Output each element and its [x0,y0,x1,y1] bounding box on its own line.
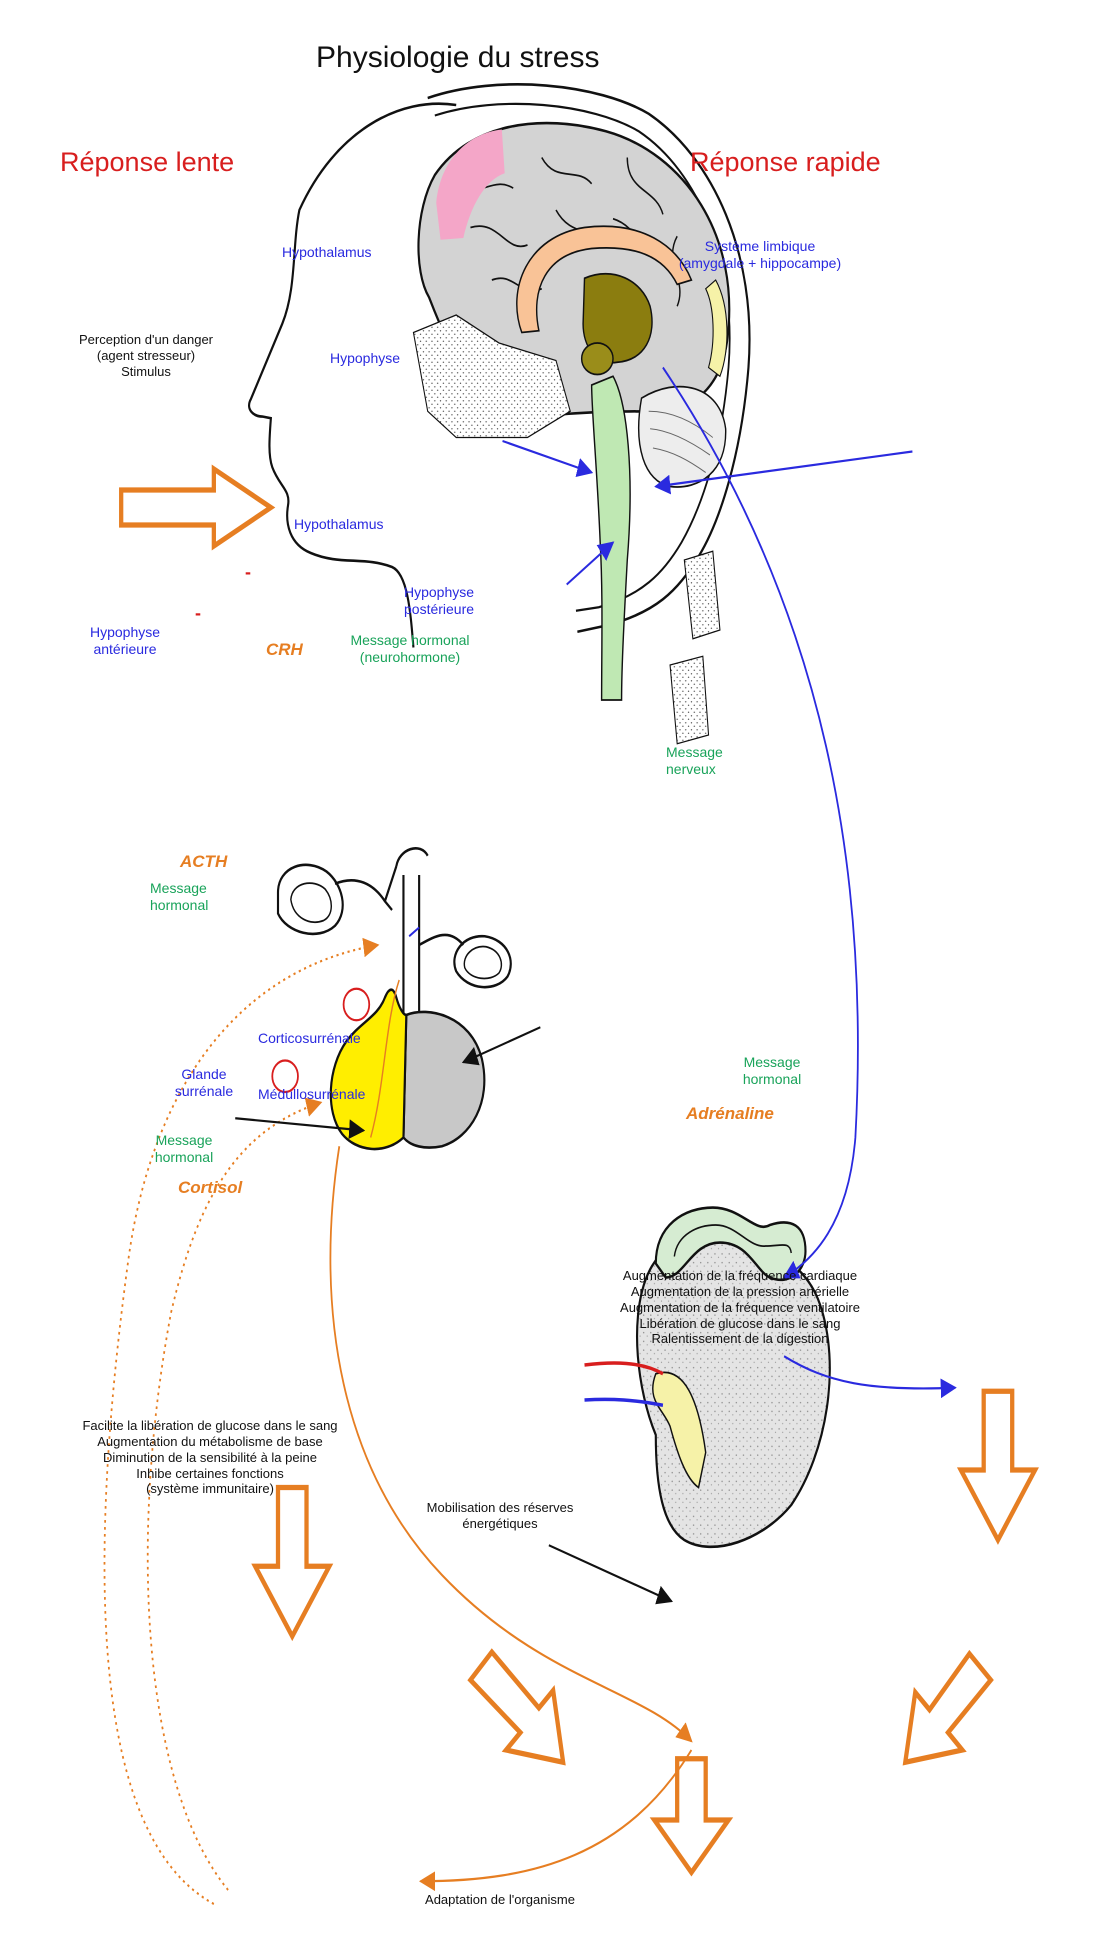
hypothalamus-nucleus-right-inner [464,947,501,979]
cortisol-label: Cortisol [178,1178,242,1199]
hypothalamus-pointer [503,441,592,473]
pituitary-hypothalamus-pointer [409,928,419,937]
fast-response-header: Réponse rapide [690,146,881,179]
inhibition-sign-lower: - [195,603,201,625]
acth-label: ACTH [180,852,227,873]
stimulus-text: Perception d'un danger (agent stresseur)… [46,332,246,380]
nerve-message-label: Message nerveux [666,744,723,778]
adrenal-kidney-illustration [585,1208,830,1547]
anterior-pituitary [331,990,407,1149]
brainstem [592,376,630,700]
final-down-arrow [654,1759,728,1873]
cortisol-pathway [421,1750,692,1881]
block-arrows [121,469,1035,1873]
adrenaline-down-arrow [961,1391,1035,1540]
hypothalamus-tract [335,848,428,910]
cortisol-message-label: Message hormonal [134,1132,234,1166]
inhibition-sign-upper: - [245,562,251,584]
cortisol-down-arrow [255,1488,329,1637]
slow-response-header: Réponse lente [60,146,234,179]
acth-message-label: Message hormonal [150,880,208,914]
neurohormone-message-label: Message hormonal (neurohormone) [340,632,480,666]
stimulus-block-arrow [121,469,271,546]
mobilisation-text: Mobilisation des réserves énergétiques [400,1500,600,1532]
inhibition-circle-upper [344,989,370,1021]
vertebrae [670,551,720,744]
anterior-pituitary-label: Hypophyse antérieure [70,624,180,658]
adaptation-text: Adaptation de l'organisme [400,1892,600,1908]
pituitary-hypothalamus-label: Hypothalamus [294,516,384,533]
posterior-pituitary-label: Hypophyse postérieure [404,584,474,618]
hypothalamus-region [582,343,613,375]
nerve-message-arrow [663,368,858,1278]
cortisol-effects: Facilite la libération de glucose dans l… [20,1418,400,1497]
limbic-system-label: Système limbique (amygdale + hippocampe) [660,238,860,272]
adrenaline-message-label: Message hormonal [722,1054,822,1088]
crh-label: CRH [266,640,303,661]
medullosurrenale-label: Médullosurrénale [258,1086,365,1103]
brain-hypophyse-label: Hypophyse [330,350,400,367]
corticosurrenale-pointer [549,1545,672,1601]
page-title: Physiologie du stress [316,40,599,77]
brain-illustration [249,84,749,743]
corticosurrenale-label: Corticosurrénale [258,1030,361,1047]
adrenaline-label: Adrénaline [686,1104,774,1125]
glande-surrenale-label: Glande surrénale [154,1066,254,1100]
pituitary-stalk [403,875,463,1015]
adrenaline-diagonal-arrow [905,1654,991,1763]
posterior-pituitary [403,1012,484,1148]
adrenaline-effects: Augmentation de la fréquence cardiaque A… [570,1268,910,1347]
pituitary-illustration [272,848,510,1149]
brain-hypothalamus-label: Hypothalamus [282,244,372,261]
cortisol-diagonal-arrow [470,1652,563,1762]
